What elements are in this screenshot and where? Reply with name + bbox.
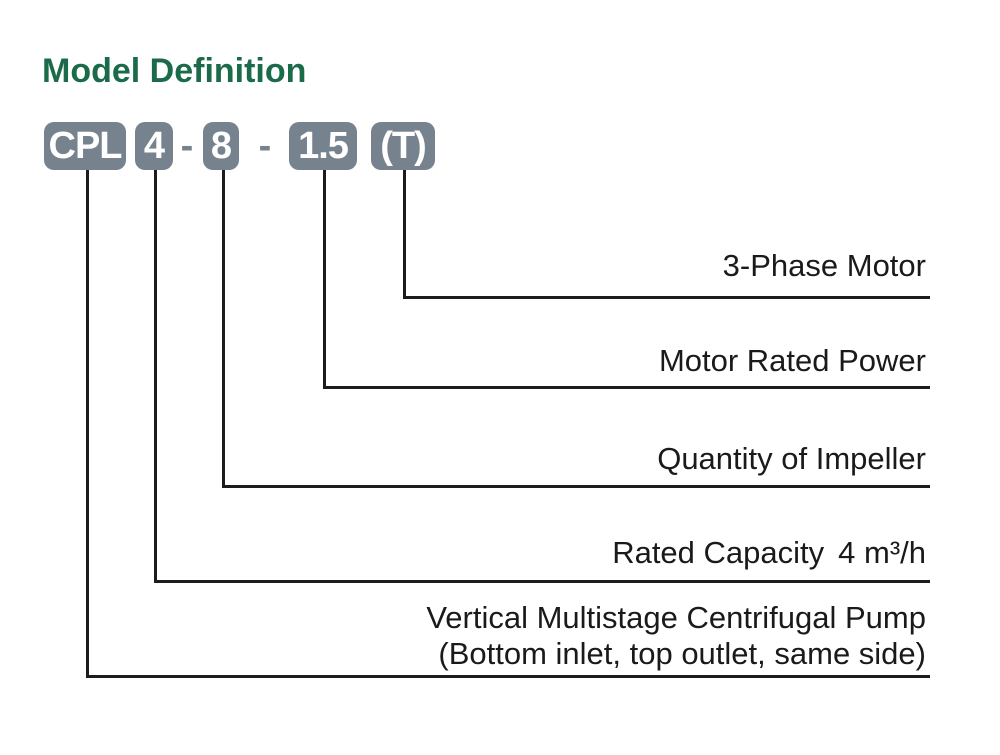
connector-line-impellers <box>222 170 930 488</box>
callout-label-phase: 3-Phase Motor <box>722 248 926 283</box>
model-code-segment-power: 1.5 <box>289 122 357 170</box>
page-title: Model Definition <box>42 52 307 90</box>
callout-pump-type-line1: Vertical Multistage Centrifugal Pump <box>426 600 926 635</box>
callout-capacity-value: 4 m³/h <box>838 535 926 570</box>
model-code-segment-capacity: 4 <box>135 122 173 170</box>
model-code-segment-phase: (T) <box>371 122 435 170</box>
separator-dash: - <box>180 125 194 167</box>
callout-pump-type-line2: (Bottom inlet, top outlet, same side) <box>438 636 926 671</box>
callout-label-capacity: Rated Capacity 4 m³/h <box>612 535 926 570</box>
model-code-segment-cpl: CPL <box>44 122 126 170</box>
callout-label-pump-type: Vertical Multistage Centrifugal Pump (Bo… <box>426 600 926 672</box>
model-code-segment-impellers: 8 <box>203 122 239 170</box>
connector-line-capacity <box>154 170 930 583</box>
separator-dash: - <box>258 125 272 167</box>
callout-label-power: Motor Rated Power <box>658 343 926 378</box>
connector-line-phase <box>403 170 930 299</box>
connector-line-pump-type <box>86 170 930 678</box>
connector-line-power <box>323 170 930 389</box>
callout-label-impellers: Quantity of Impeller <box>657 441 926 476</box>
callout-capacity-text: Rated Capacity <box>612 535 825 570</box>
